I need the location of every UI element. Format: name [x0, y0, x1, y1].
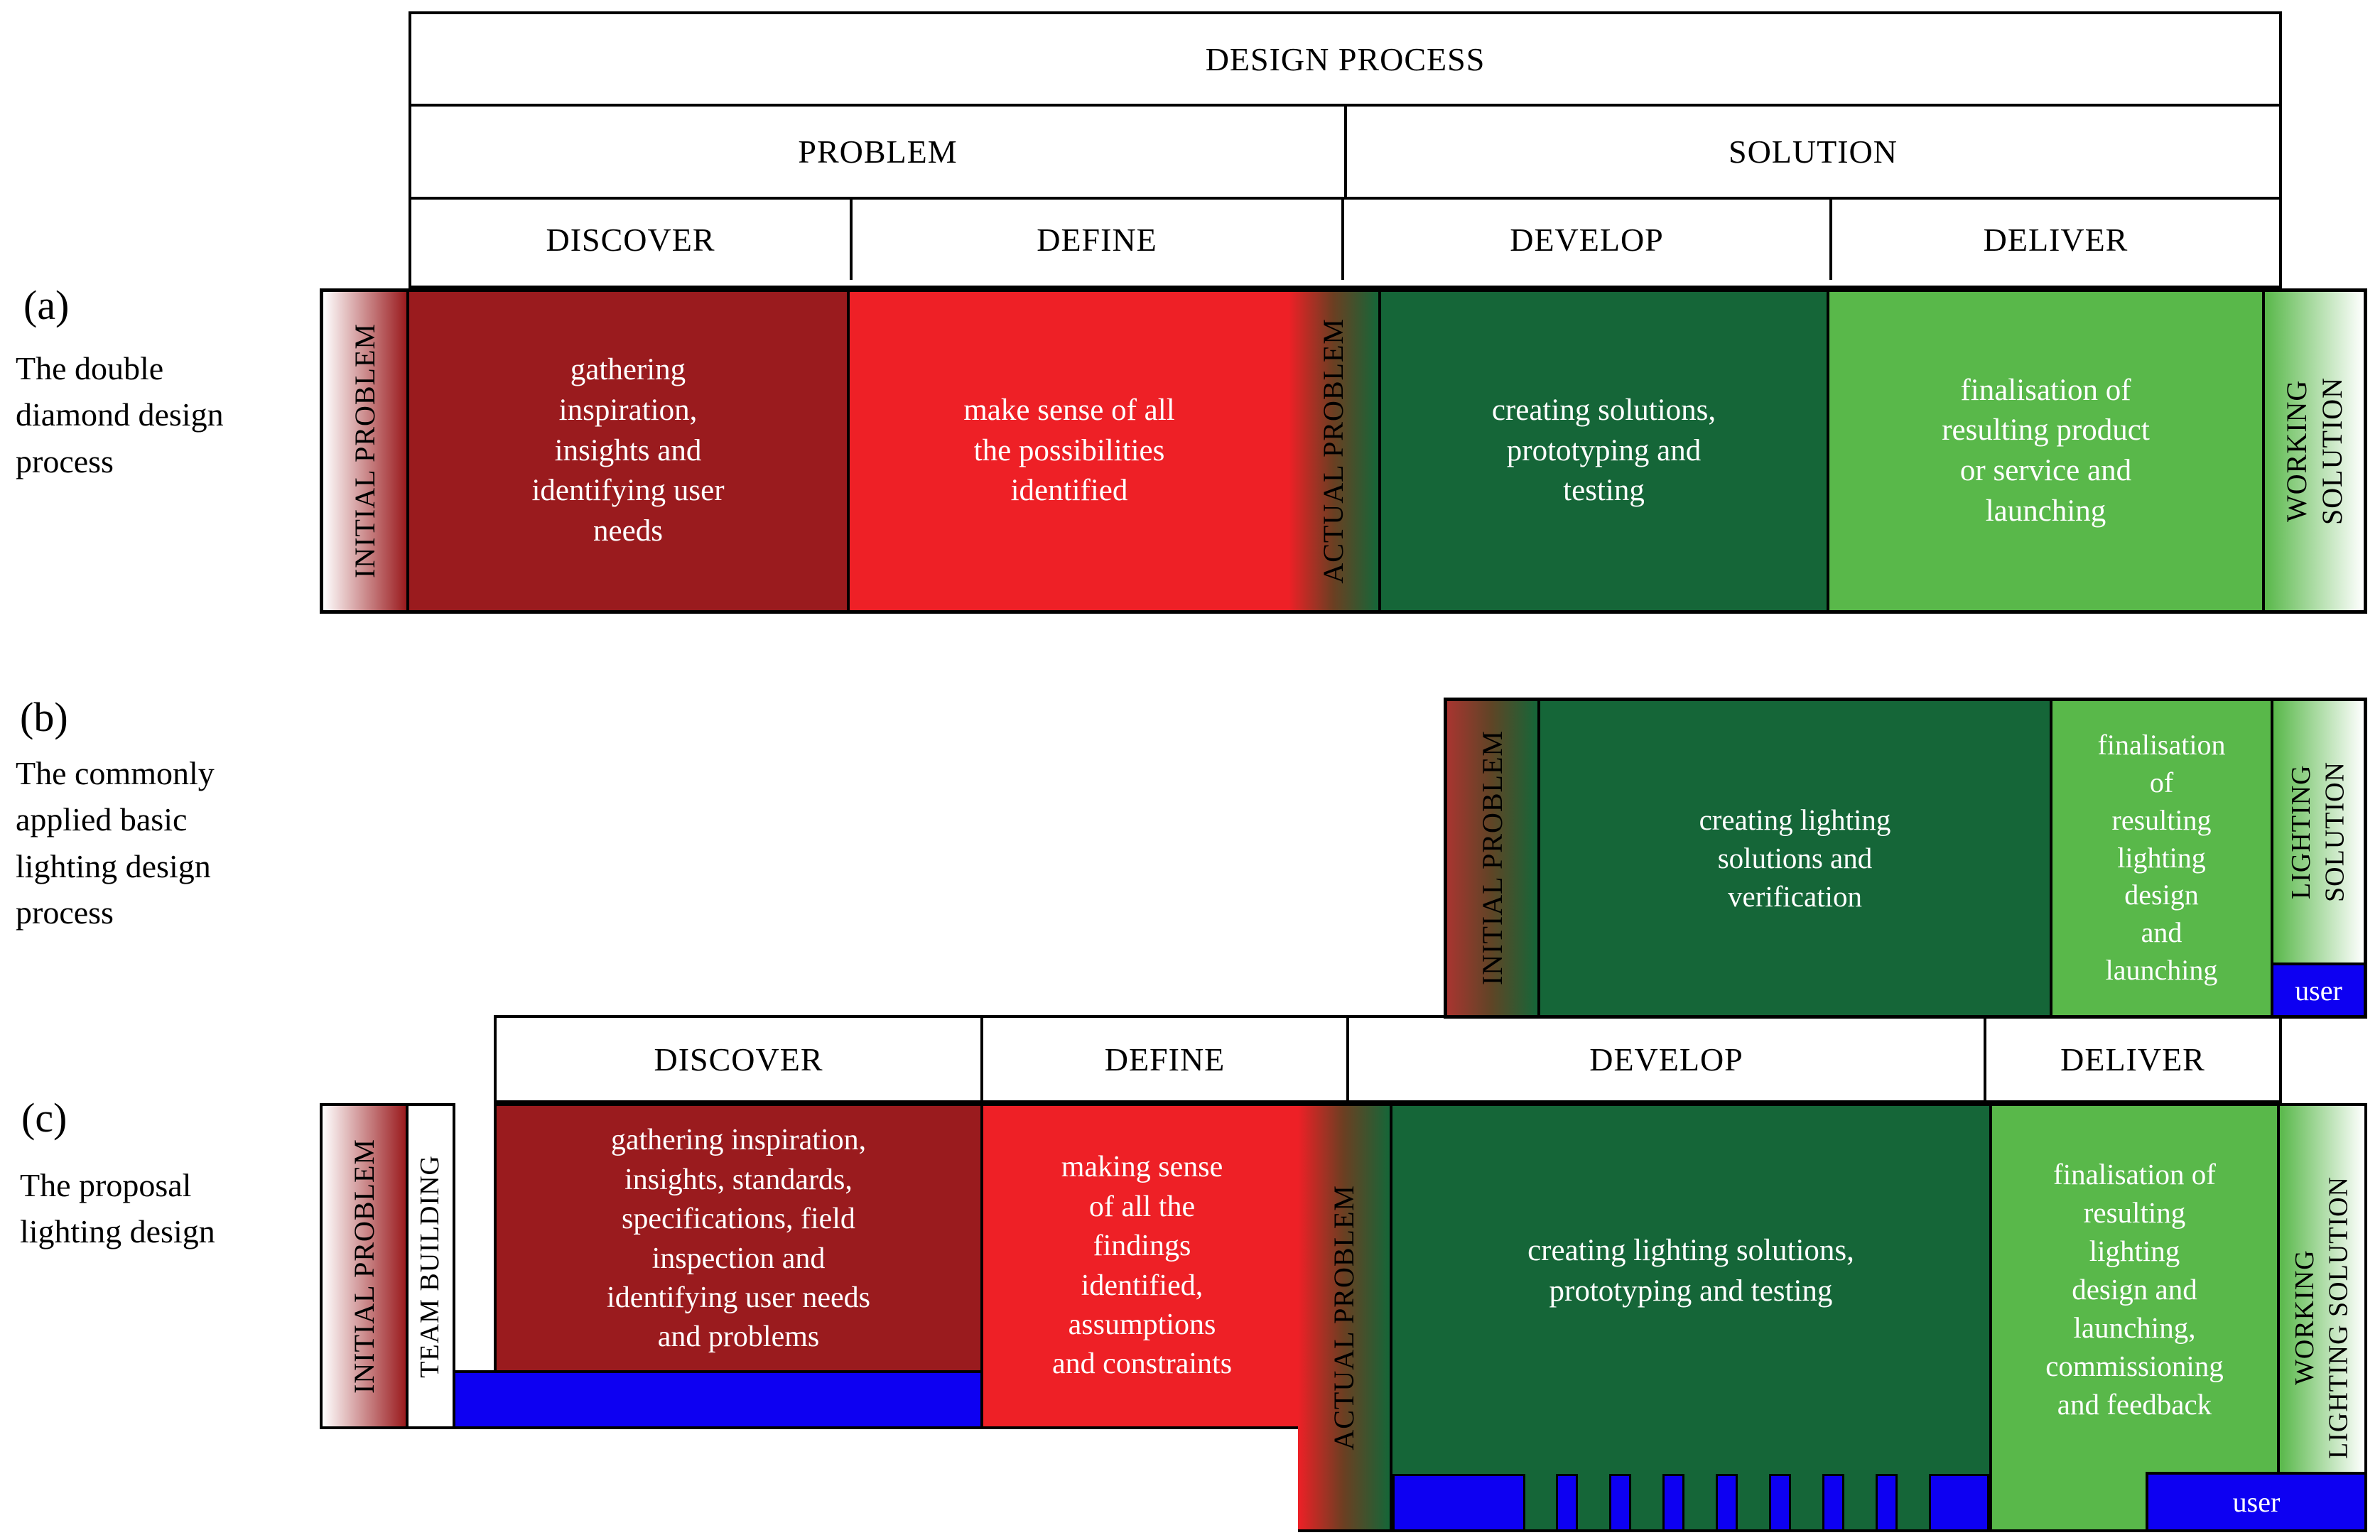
row-b-label: (b)	[20, 694, 68, 740]
bar-b: INITIAL PROBLEM creating lighting soluti…	[1444, 698, 2367, 1019]
design-process-header-table: DESIGN PROCESS PROBLEM SOLUTION DISCOVER…	[409, 11, 2282, 288]
bar-a-discover-text: gathering inspiration, insights and iden…	[531, 353, 725, 548]
bar-b-initial-problem-strip: INITIAL PROBLEM	[1447, 701, 1540, 1015]
design-process-title: DESIGN PROCESS	[1205, 40, 1486, 77]
bar-a-discover-box: gathering inspiration, insights and iden…	[409, 292, 850, 610]
bar-a-define-box: make sense of all the possibilities iden…	[850, 292, 1289, 610]
bar-c-discover-text: gathering inspiration, insights, standar…	[607, 1124, 870, 1354]
bar-c-develop-user-block	[1392, 1474, 1525, 1529]
proposal-header-table: DISCOVER DEFINE DEVELOP DELIVER	[494, 1015, 2282, 1103]
bar-b-user-box: user	[2273, 962, 2364, 1015]
bar-a-initial-problem-text: INITIAL PROBLEM	[348, 323, 381, 579]
header-stage-deliver: DELIVER	[1983, 222, 2129, 258]
bar-c-develop-box: creating lighting solutions, prototyping…	[1390, 1103, 1992, 1532]
bar-c-develop-user-dash	[1662, 1474, 1684, 1529]
header-c-discover: DISCOVER	[497, 1018, 983, 1100]
bar-c-initial-problem-strip: INITIAL PROBLEM	[320, 1103, 409, 1429]
row-c-label: (c)	[21, 1095, 67, 1141]
row-a-label: (a)	[23, 282, 70, 328]
bar-c-develop-text: creating lighting solutions, prototyping…	[1527, 1234, 1854, 1308]
bar-a-deliver-text: finalisation of resulting product or ser…	[1942, 373, 2150, 528]
bar-b-deliver-text: finalisation of resulting lighting desig…	[2097, 729, 2226, 986]
bar-c-initial-problem-text: INITIAL PROBLEM	[347, 1138, 380, 1394]
bar-b-lighting-solution-text: LIGHTING SOLUTION	[2286, 761, 2350, 902]
bar-b-lighting-solution-strip: LIGHTING SOLUTION	[2273, 701, 2364, 962]
bar-c-deliver-text: finalisation of resulting lighting desig…	[2045, 1157, 2224, 1421]
header-c-deliver: DELIVER	[2060, 1041, 2205, 1078]
bar-c-actual-problem-strip: ACTUAL PROBLEM	[1298, 1103, 1392, 1532]
bar-a-working-solution-strip: WORKING SOLUTION	[2265, 292, 2364, 610]
header-problem: PROBLEM	[411, 107, 1347, 197]
header-stage-develop: DEVELOP	[1344, 200, 1832, 280]
bar-c-working-solution-text: WORKING LIGHTING SOLUTION	[2290, 1176, 2354, 1459]
bar-c-develop-user-dash	[1609, 1474, 1631, 1529]
header-solution: SOLUTION	[1729, 134, 1898, 170]
bar-c-develop-user-dash	[1876, 1474, 1898, 1529]
bar-b-solution-column: LIGHTING SOLUTION user	[2273, 701, 2364, 1015]
bar-b-user-text: user	[2295, 974, 2342, 1007]
bar-a-actual-problem-strip: ACTUAL PROBLEM	[1289, 292, 1381, 610]
bar-b-deliver-box: finalisation of resulting lighting desig…	[2052, 701, 2273, 1015]
bar-a-develop-text: creating solutions, prototyping and test…	[1491, 393, 1716, 508]
bar-c-team-building-text: TEAM BUILDING	[415, 1154, 445, 1378]
bar-c-develop-user-dash	[1556, 1474, 1578, 1529]
row-b-caption: The commonly applied basic lighting desi…	[16, 755, 215, 931]
bar-a-deliver-box: finalisation of resulting product or ser…	[1829, 292, 2265, 610]
bar-c-user-text: user	[2232, 1486, 2281, 1518]
bar-c-develop-user-dash	[1716, 1474, 1738, 1529]
row-a-caption: The double diamond design process	[16, 350, 224, 479]
bar-c-discover-user-bar	[453, 1370, 983, 1429]
bar-b-develop-text: creating lighting solutions and verifica…	[1699, 803, 1891, 913]
bar-a-initial-problem-strip: INITIAL PROBLEM	[323, 292, 409, 610]
bar-c-working-solution-strip: WORKING LIGHTING SOLUTION	[2277, 1103, 2367, 1532]
bar-c-discover-box: gathering inspiration, insights, standar…	[494, 1103, 983, 1375]
header-c-develop: DEVELOP	[1349, 1018, 1986, 1100]
bar-c-user-box: user	[2146, 1472, 2367, 1532]
bar-b-initial-problem-text: INITIAL PROBLEM	[1476, 730, 1508, 986]
row-c-caption: The proposal lighting design	[20, 1167, 215, 1250]
bar-c-develop-user-block-end	[1929, 1474, 1989, 1529]
bar-b-develop-box: creating lighting solutions and verifica…	[1540, 701, 2052, 1015]
bar-a-develop-box: creating solutions, prototyping and test…	[1381, 292, 1829, 610]
bar-a-define-text: make sense of all the possibilities iden…	[963, 393, 1175, 508]
bar-c-actual-problem-text: ACTUAL PROBLEM	[1327, 1185, 1360, 1450]
header-c-define: DEFINE	[983, 1018, 1349, 1100]
bar-a-actual-problem-text: ACTUAL PROBLEM	[1317, 318, 1349, 584]
bar-a-working-solution-text: WORKING SOLUTION	[2280, 377, 2348, 525]
bar-c-develop-user-dash	[1822, 1474, 1844, 1529]
bar-a: INITIAL PROBLEM gathering inspiration, i…	[320, 288, 2367, 614]
header-stage-discover: DISCOVER	[411, 200, 853, 280]
bar-c-define-box: making sense of all the findings identif…	[980, 1103, 1301, 1429]
bar-c-team-building-strip: TEAM BUILDING	[406, 1103, 455, 1429]
header-stage-define: DEFINE	[853, 200, 1344, 280]
bar-c-define-text: making sense of all the findings identif…	[1051, 1151, 1233, 1381]
bar-c-deliver-box: finalisation of resulting lighting desig…	[1989, 1103, 2280, 1532]
bar-c-develop-user-dash	[1769, 1474, 1791, 1529]
